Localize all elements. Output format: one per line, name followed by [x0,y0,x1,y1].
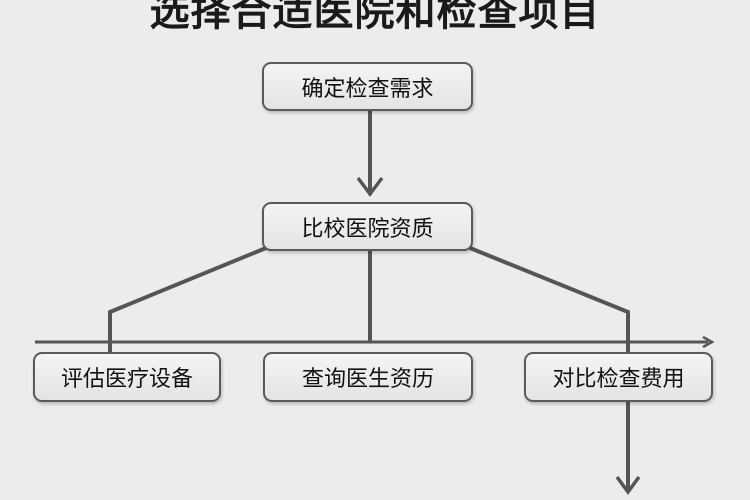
node-confirm-needs: 确定检查需求 [262,62,473,111]
node-check-doctor-quals: 查询医生资历 [263,352,473,402]
node-compare-hospital-quals-label: 比校医院资质 [301,216,434,242]
node-confirm-needs-label: 确定检查需求 [301,76,434,102]
arrow-confirm-to-compare-head [356,176,384,197]
branch-left [108,246,267,355]
node-evaluate-equipment: 评估医疗设备 [33,352,221,402]
node-compare-costs: 对比检查费用 [524,352,713,402]
node-compare-hospital-quals: 比校医院资质 [262,202,473,251]
node-compare-costs-label: 对比检查费用 [552,367,685,392]
node-evaluate-equipment-label: 评估医疗设备 [60,367,193,392]
branch-right [469,246,630,355]
diagram-title: 选择合适医院和检查项目 [149,0,601,35]
node-check-doctor-quals-label: 查询医生资历 [301,367,434,392]
timeline-axis-head [702,335,715,349]
arrow-exit-down-head [615,475,641,495]
